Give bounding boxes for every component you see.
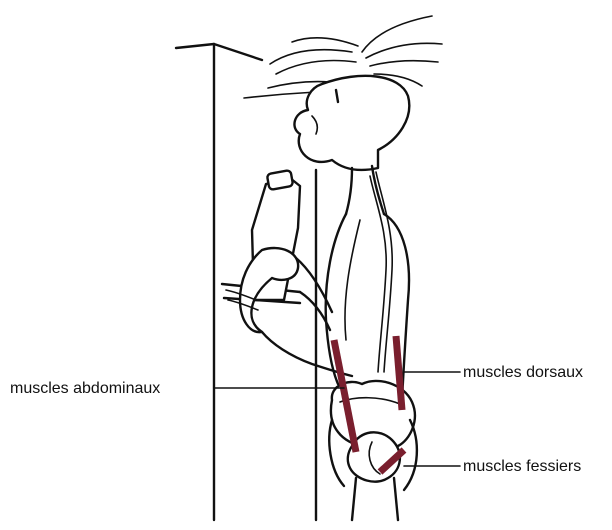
- label-abdominal-muscles: muscles abdominaux: [10, 381, 160, 397]
- head: [294, 76, 409, 170]
- label-gluteal-muscles: muscles fessiers: [463, 459, 581, 475]
- label-dorsal-muscles: muscles dorsaux: [463, 365, 583, 381]
